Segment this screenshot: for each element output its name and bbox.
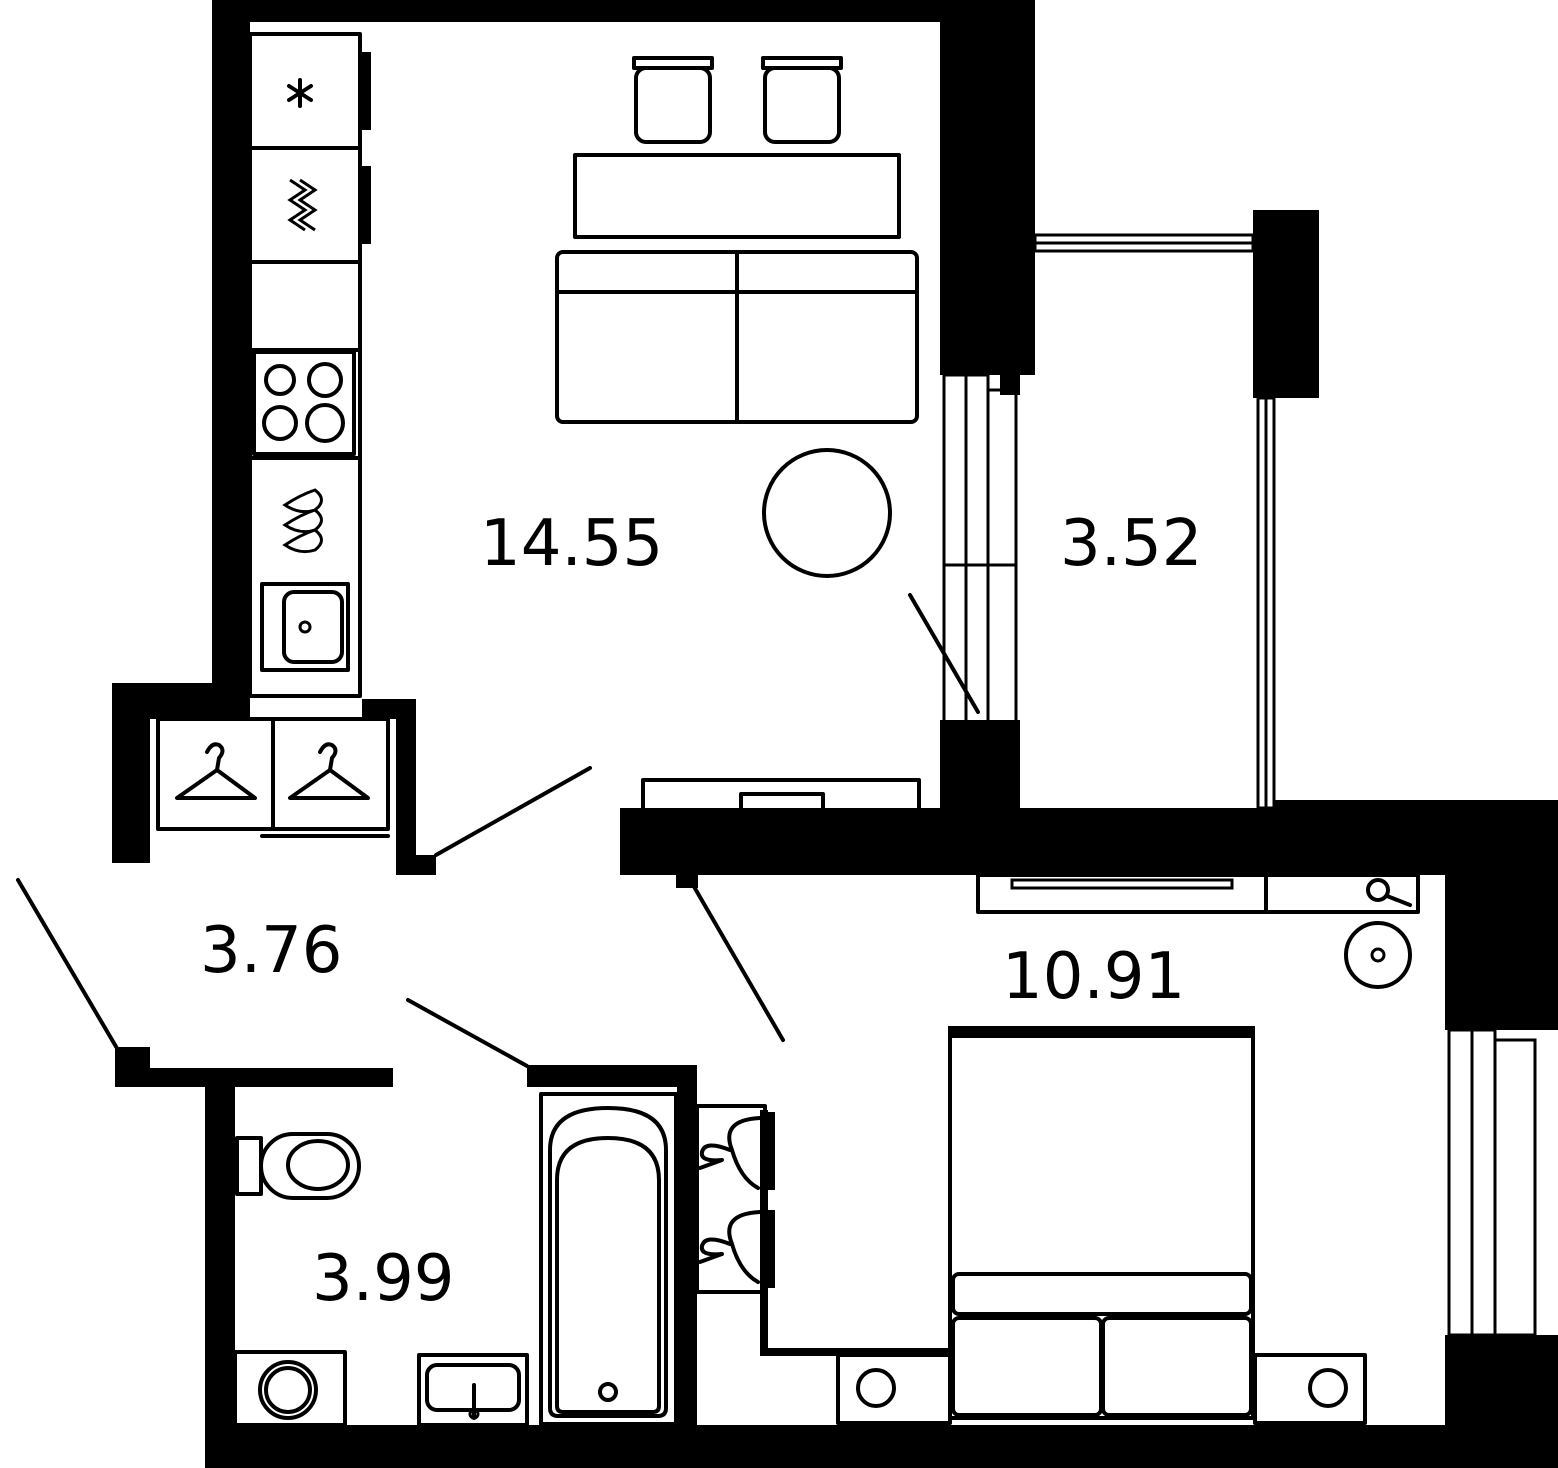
stove-icon — [252, 350, 356, 456]
chairs — [632, 56, 843, 144]
wardrobe — [156, 717, 390, 838]
tv-unit — [641, 778, 921, 854]
nightstand-left — [836, 1353, 952, 1425]
double-bed — [948, 1026, 1255, 1420]
bedroom-area-label: 10.91 — [1002, 940, 1185, 1014]
nightstand-right — [1253, 1353, 1367, 1425]
washing-machine — [233, 1350, 347, 1427]
living-room-area-label: 14.55 — [480, 507, 663, 581]
lamp-icon — [856, 1368, 896, 1408]
sink-icon — [260, 582, 350, 672]
balcony-area-label: 3.52 — [1060, 507, 1203, 581]
coffee-table — [762, 448, 892, 578]
windows — [942, 233, 1537, 1337]
toilet-icon — [235, 1132, 361, 1200]
dining-table — [573, 153, 901, 239]
dresser — [976, 873, 1420, 914]
walls — [112, 0, 1558, 1468]
bathroom-area-label: 3.99 — [312, 1242, 455, 1316]
washbasin-icon — [417, 1353, 529, 1427]
lamp-icon — [1308, 1368, 1348, 1408]
ottoman — [1344, 921, 1412, 989]
water-drops-icon — [282, 488, 323, 554]
heat-waves-icon — [287, 178, 318, 232]
doors — [16, 593, 980, 1068]
sofa — [555, 250, 919, 424]
snowflake-icon — [287, 78, 313, 108]
bathtub-icon — [539, 1092, 678, 1426]
hanger-icon — [175, 742, 370, 800]
double-sink-cabinet — [695, 1104, 775, 1294]
hair-dryer-icon — [1366, 878, 1412, 907]
hall-area-label: 3.76 — [200, 914, 343, 988]
